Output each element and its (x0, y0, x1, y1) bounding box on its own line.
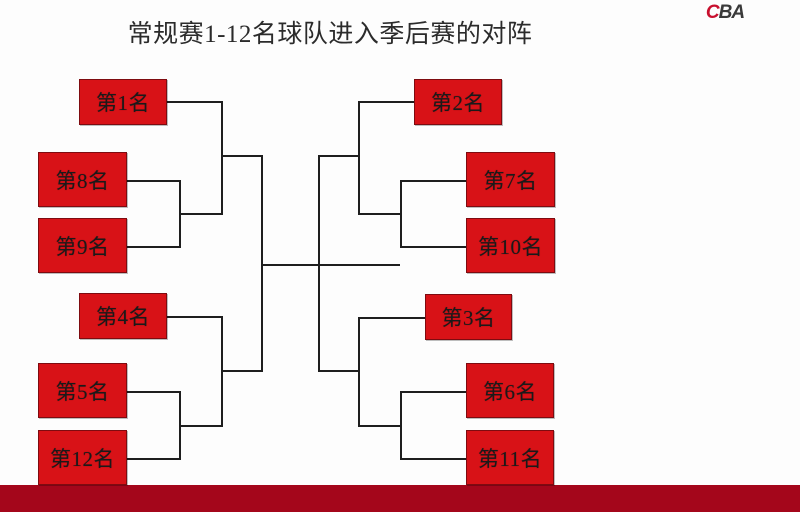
line-seed6-11-winner (358, 425, 402, 427)
line-left-semifinal (261, 155, 263, 372)
seed-box-12-label: 第12名 (50, 446, 115, 471)
cba-logo-c: C (705, 2, 720, 23)
seed-box-12[interactable]: 第12名 (38, 430, 127, 485)
line-right-top-round2-out (318, 155, 360, 157)
seed-box-7[interactable]: 第7名 (466, 152, 555, 207)
seed-box-10-label: 第10名 (478, 234, 543, 259)
seed-box-11-label: 第11名 (477, 446, 543, 471)
line-left-top-round2-out (221, 155, 263, 157)
line-seed12-out (127, 458, 181, 460)
line-seed2-out (358, 101, 416, 103)
seed-box-5[interactable]: 第5名 (38, 363, 127, 418)
line-seed6-out (400, 391, 468, 393)
line-left-bottom-round2-out (221, 370, 263, 372)
line-seed7-10-winner (358, 213, 402, 215)
seed-box-11[interactable]: 第11名 (466, 430, 554, 485)
line-seed1-out (167, 101, 223, 103)
cba-logo-ba: BA (718, 2, 745, 23)
seed-box-7-label: 第7名 (483, 168, 538, 193)
seed-box-6[interactable]: 第6名 (466, 363, 554, 418)
seed-box-6-label: 第6名 (483, 379, 537, 404)
seed-box-8-label: 第8名 (55, 168, 110, 193)
line-seed9-out (127, 246, 181, 248)
seed-box-10[interactable]: 第10名 (466, 218, 555, 273)
seed-box-1[interactable]: 第1名 (79, 79, 167, 125)
seed-box-3-label: 第3名 (441, 306, 496, 330)
line-right-bottom-round2 (358, 317, 360, 427)
line-left-top-round2 (221, 101, 223, 215)
page-title: 常规赛1-12名球队进入季后赛的对阵 (127, 21, 533, 48)
line-seed7-out (400, 180, 468, 182)
seed-box-9[interactable]: 第9名 (38, 218, 127, 273)
line-right-top-round2 (358, 101, 360, 215)
seed-box-2-label: 第2名 (431, 91, 485, 115)
seed-box-8[interactable]: 第8名 (38, 152, 127, 207)
line-seed5-out (127, 391, 181, 393)
seed-box-1-label: 第1名 (96, 91, 150, 115)
line-seed8-out (127, 180, 181, 182)
line-seed5-12-winner (179, 425, 223, 427)
line-right-bottom-round2-out (318, 370, 360, 372)
line-right-semifinal (318, 155, 320, 372)
seed-box-5-label: 第5名 (55, 379, 110, 404)
seed-box-9-label: 第9名 (55, 234, 110, 259)
line-seed10-out (400, 246, 468, 248)
line-seed4-out (167, 316, 223, 318)
bottom-bar (0, 485, 800, 512)
line-seed8-9-winner (179, 213, 223, 215)
seed-box-2[interactable]: 第2名 (414, 79, 502, 125)
seed-box-4[interactable]: 第4名 (79, 293, 167, 339)
line-seed3-out (358, 317, 427, 319)
seed-box-4-label: 第4名 (96, 305, 150, 329)
line-left-final-out (261, 264, 400, 266)
seed-box-3[interactable]: 第3名 (425, 294, 512, 340)
line-seed11-out (400, 458, 468, 460)
